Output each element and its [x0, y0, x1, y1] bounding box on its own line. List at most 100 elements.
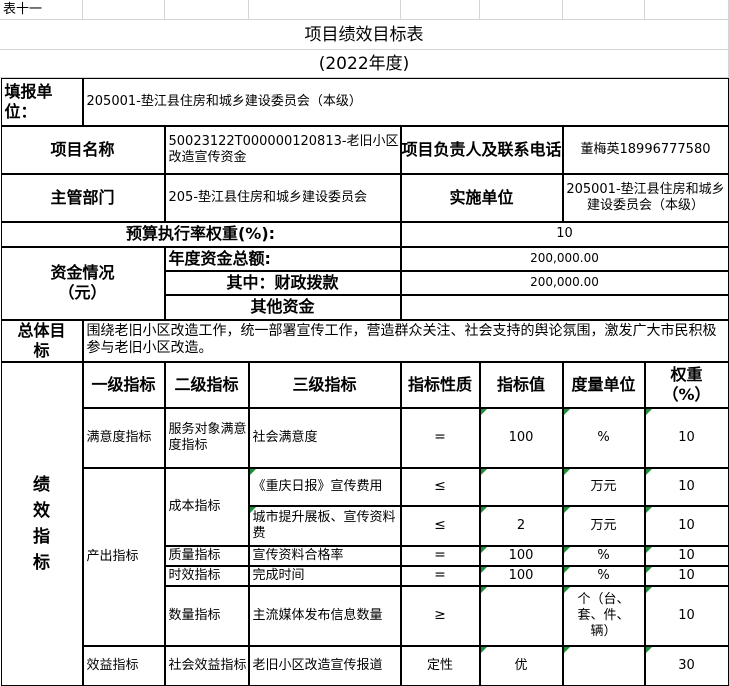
comment-marker-icon — [563, 566, 570, 573]
row-level2: 质量指标 — [164, 545, 249, 566]
row-unit: % — [562, 407, 645, 468]
empty-cell — [480, 0, 563, 20]
impl-value: 205001-垫江县住房和城乡建设委员会（本级） — [562, 173, 729, 222]
comment-marker-icon — [480, 646, 487, 653]
sheet-label: 表十一 — [0, 0, 83, 20]
comment-marker-icon — [480, 468, 487, 475]
row-value — [479, 467, 563, 506]
row-weight: 10 — [644, 565, 729, 586]
project-name-label: 项目名称 — [0, 125, 165, 174]
annual-total-value: 200,000.00 — [400, 246, 729, 271]
row-weight: 10 — [644, 505, 729, 546]
comment-marker-icon — [645, 586, 652, 593]
empty-cell — [249, 0, 401, 20]
row-weight: 10 — [644, 585, 729, 646]
comment-marker-icon — [645, 468, 652, 475]
empty-cell — [645, 0, 729, 20]
row-level2: 服务对象满意度指标 — [164, 407, 249, 468]
comment-marker-icon — [645, 408, 652, 415]
row-nature: = — [400, 545, 480, 566]
row-nature: ≤ — [400, 505, 480, 546]
comment-marker-icon — [480, 506, 487, 513]
row-level2-cost: 成本指标 — [164, 467, 249, 546]
row-level1: 效益指标 — [82, 645, 165, 686]
performance-side-label: 绩效指标 — [0, 361, 83, 686]
row-unit: 万元 — [562, 467, 645, 506]
comment-marker-icon — [480, 408, 487, 415]
budget-weight-value: 10 — [400, 221, 729, 247]
funds-label: 资金情况（元） — [0, 246, 165, 320]
row-level3: 城市提升展板、宣传资料费 — [248, 505, 401, 546]
row-level2: 社会效益指标 — [164, 645, 249, 686]
row-nature: = — [400, 407, 480, 468]
row-value: 2 — [479, 505, 563, 546]
comment-marker-icon — [563, 506, 570, 513]
contact-label: 项目负责人及联系电话 — [400, 125, 563, 174]
row-weight: 10 — [644, 407, 729, 468]
row-value: 优 — [479, 645, 563, 686]
header-weight: 权重（%） — [644, 361, 729, 408]
comment-marker-icon — [480, 586, 487, 593]
fiscal-label: 其中：财政拨款 — [164, 270, 401, 295]
row-value: 100 — [479, 545, 563, 566]
row-level3: 《重庆日报》宣传费用 — [248, 467, 401, 506]
comment-marker-icon — [563, 586, 570, 593]
header-level3: 三级指标 — [248, 361, 401, 408]
row-nature: 定性 — [400, 645, 480, 686]
comment-marker-icon — [249, 506, 256, 513]
empty-cell — [83, 0, 165, 20]
other-value — [400, 294, 729, 320]
empty-cell — [563, 0, 645, 20]
comment-marker-icon — [480, 566, 487, 573]
overall-goal-label: 总体目标 — [0, 319, 83, 362]
page-title: 项目绩效目标表 — [0, 20, 729, 50]
year-subtitle: (2022年度) — [0, 50, 729, 78]
dept-label: 主管部门 — [0, 173, 165, 222]
comment-marker-icon — [645, 506, 652, 513]
row-value: 100 — [479, 565, 563, 586]
dept-value: 205-垫江县住房和城乡建设委员会 — [164, 173, 401, 222]
comment-marker-icon — [563, 468, 570, 475]
annual-total-label: 年度资金总额: — [164, 246, 401, 271]
row-level2: 数量指标 — [164, 585, 249, 646]
comment-marker-icon — [645, 566, 652, 573]
row-level3: 社会满意度 — [248, 407, 401, 468]
row-unit: 个（台、套、件、辆） — [562, 585, 645, 646]
row-value — [479, 585, 563, 646]
empty-cell — [401, 0, 480, 20]
comment-marker-icon — [645, 646, 652, 653]
header-level2: 二级指标 — [164, 361, 249, 408]
row-unit: 万元 — [562, 505, 645, 546]
header-level1: 一级指标 — [82, 361, 165, 408]
row-weight: 10 — [644, 467, 729, 506]
row-nature: ≤ — [400, 467, 480, 506]
row-level3: 完成时间 — [248, 565, 401, 586]
row-level3: 宣传资料合格率 — [248, 545, 401, 566]
contact-value: 董梅英18996777580 — [562, 125, 729, 174]
row-level1: 满意度指标 — [82, 407, 165, 468]
row-level1-output: 产出指标 — [82, 467, 165, 646]
empty-cell — [165, 0, 249, 20]
overall-goal-value: 围绕老旧小区改造工作，统一部署宣传工作，营造群众关注、社会支持的舆论氛围，激发广… — [82, 319, 729, 362]
comment-marker-icon — [563, 408, 570, 415]
budget-weight-label: 预算执行率权重(%): — [0, 221, 401, 247]
comment-marker-icon — [249, 468, 256, 475]
unit-label: 填报单位： — [0, 77, 83, 126]
unit-value: 205001-垫江县住房和城乡建设委员会（本级） — [82, 77, 729, 126]
row-value: 100 — [479, 407, 563, 468]
row-weight: 10 — [644, 545, 729, 566]
project-name-value: 50023122T000000120813-老旧小区改造宣传资金 — [164, 125, 401, 174]
header-value: 指标值 — [479, 361, 563, 408]
row-level2: 时效指标 — [164, 565, 249, 586]
row-nature: ≥ — [400, 585, 480, 646]
row-nature: = — [400, 565, 480, 586]
other-label: 其他资金 — [164, 294, 401, 320]
row-level3: 主流媒体发布信息数量 — [248, 585, 401, 646]
header-unit: 度量单位 — [562, 361, 645, 408]
comment-marker-icon — [480, 546, 487, 553]
row-unit: % — [562, 545, 645, 566]
impl-label: 实施单位 — [400, 173, 563, 222]
row-unit — [562, 645, 645, 686]
comment-marker-icon — [563, 646, 570, 653]
comment-marker-icon — [645, 546, 652, 553]
